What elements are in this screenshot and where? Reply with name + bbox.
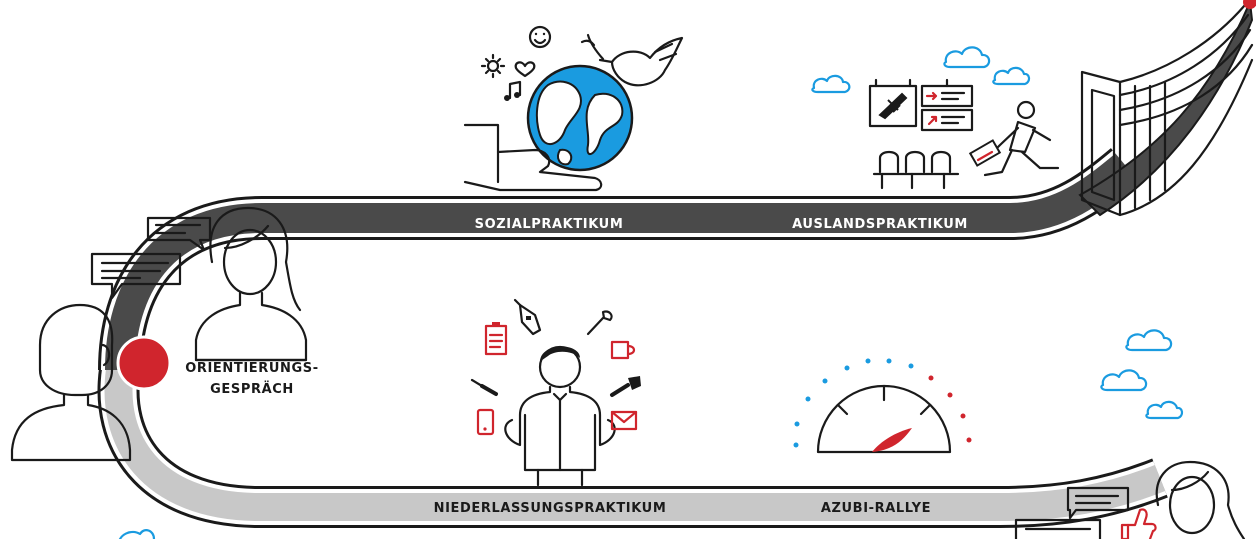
drill-icon	[513, 298, 542, 336]
road-upper	[98, 148, 1140, 371]
hammer-icon	[610, 376, 641, 397]
music-note-icon	[504, 80, 522, 101]
sun-icon	[480, 53, 506, 79]
chat-bubble-icon	[1014, 518, 1102, 539]
chat-bubble-icon	[90, 252, 182, 300]
speedometer-icon	[793, 358, 972, 454]
label-auslandspraktikum: AUSLANDSPRAKTIKUM	[792, 217, 968, 232]
woman-icon	[1155, 460, 1246, 539]
smiley-icon	[528, 25, 552, 49]
label-niederlassungspraktikum: NIEDERLASSUNGSPRAKTIKUM	[434, 501, 667, 516]
book-marker	[1243, 0, 1256, 9]
cloud-icon	[1125, 329, 1173, 352]
envelope-icon	[610, 410, 638, 431]
orientierung-marker	[116, 335, 172, 391]
cloud-icon	[992, 66, 1031, 86]
label-orientierung-line2: GESPRÄCH	[210, 381, 294, 397]
heart-icon	[514, 61, 536, 78]
traveler-icon	[968, 100, 1060, 177]
apprentice-icon	[504, 345, 616, 487]
chat-bubble-icon	[1066, 486, 1130, 520]
chat-bubble-icon	[146, 216, 212, 252]
cloud-icon	[811, 74, 851, 94]
phone-icon	[476, 408, 495, 436]
book-icon	[1080, 3, 1254, 217]
clipboard-icon	[484, 322, 508, 356]
mug-icon	[610, 340, 636, 360]
cloud-icon	[1145, 400, 1184, 420]
direction-sign-icon	[920, 78, 974, 132]
label-azubi-rallye: AZUBI-RALLYE	[821, 501, 931, 516]
airplane-sign-icon	[868, 78, 918, 128]
woman-icon	[194, 206, 308, 362]
label-sozialpraktikum: SOZIALPRAKTIKUM	[475, 217, 624, 232]
thumbs-up-icon	[1120, 508, 1157, 539]
dove-icon	[580, 33, 684, 87]
cloud-icon	[1100, 369, 1148, 392]
wrench-icon	[586, 310, 613, 336]
cloud-icon	[118, 529, 156, 539]
screwdriver-icon	[470, 378, 498, 396]
cloud-icon	[943, 46, 991, 69]
label-orientierung-line1: ORIENTIERUNGS-	[185, 361, 319, 376]
waiting-seats-icon	[872, 150, 960, 190]
man-icon	[10, 303, 132, 462]
hand-icon	[463, 123, 603, 192]
globe-icon	[526, 64, 634, 172]
